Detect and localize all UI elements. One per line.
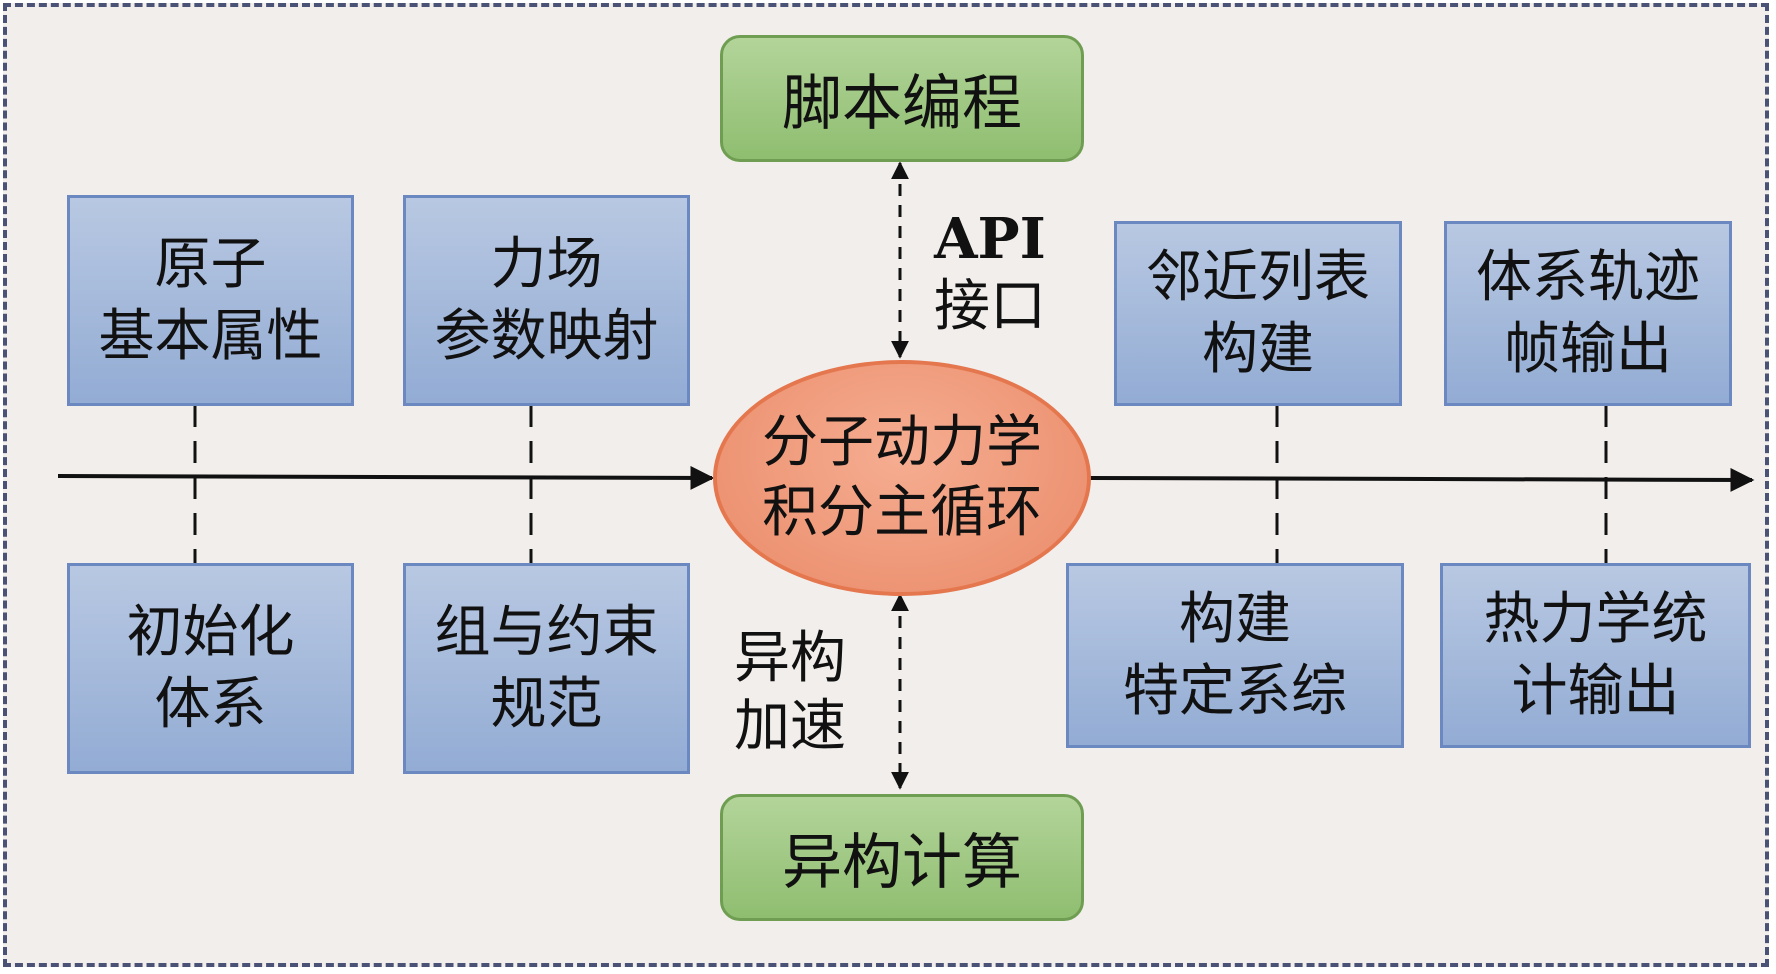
- md-main-loop-line1: 分子动力学: [762, 410, 1042, 475]
- thermo-output-line1: 热力学统: [1483, 586, 1708, 652]
- neighbor-list-line1: 邻近列表: [1146, 244, 1370, 310]
- heterogeneous-computing-label: 异构计算: [782, 828, 1022, 898]
- thermo-output-box: 热力学统 计输出: [1440, 563, 1751, 748]
- script-programming-box: 脚本编程: [720, 35, 1084, 162]
- hetero-accel-label: 异构 加速: [715, 625, 865, 761]
- group-constraints-line2: 规范: [490, 671, 603, 737]
- neighbor-list-box: 邻近列表 构建: [1114, 221, 1402, 406]
- api-label: API 接口: [915, 205, 1065, 341]
- group-constraints-box: 组与约束 规范: [403, 563, 690, 774]
- md-main-loop-line2: 积分主循环: [762, 480, 1042, 545]
- force-field-line1: 力场: [490, 231, 603, 297]
- group-constraints-line1: 组与约束: [434, 599, 659, 665]
- trajectory-output-box: 体系轨迹 帧输出: [1444, 221, 1732, 406]
- thermo-output-line2: 计输出: [1511, 658, 1680, 724]
- md-main-loop-oval: 分子动力学 积分主循环: [713, 360, 1091, 596]
- heterogeneous-computing-box: 异构计算: [720, 794, 1084, 921]
- hetero-accel-line2: 加速: [734, 694, 846, 759]
- init-system-box: 初始化 体系: [67, 563, 354, 774]
- main-axis-right: [1089, 467, 1755, 492]
- api-label-line1: API: [934, 206, 1046, 272]
- force-field-line2: 参数映射: [434, 303, 659, 369]
- ensemble-build-line1: 构建: [1179, 586, 1291, 652]
- api-label-line2: 接口: [934, 274, 1046, 339]
- trajectory-output-line2: 帧输出: [1504, 316, 1672, 382]
- ensemble-build-line2: 特定系综: [1123, 658, 1347, 724]
- force-field-mapping-box: 力场 参数映射: [403, 195, 690, 406]
- neighbor-list-line2: 构建: [1202, 316, 1314, 382]
- ensemble-build-box: 构建 特定系综: [1066, 563, 1404, 748]
- init-system-line2: 体系: [154, 671, 267, 737]
- main-axis-left: [57, 465, 715, 490]
- atom-properties-line2: 基本属性: [98, 303, 323, 369]
- init-system-line1: 初始化: [126, 599, 295, 665]
- script-programming-label: 脚本编程: [782, 69, 1022, 139]
- hetero-accel-line1: 异构: [734, 626, 846, 691]
- trajectory-output-line1: 体系轨迹: [1476, 244, 1700, 310]
- atom-properties-line1: 原子: [154, 231, 267, 297]
- atom-properties-box: 原子 基本属性: [67, 195, 354, 406]
